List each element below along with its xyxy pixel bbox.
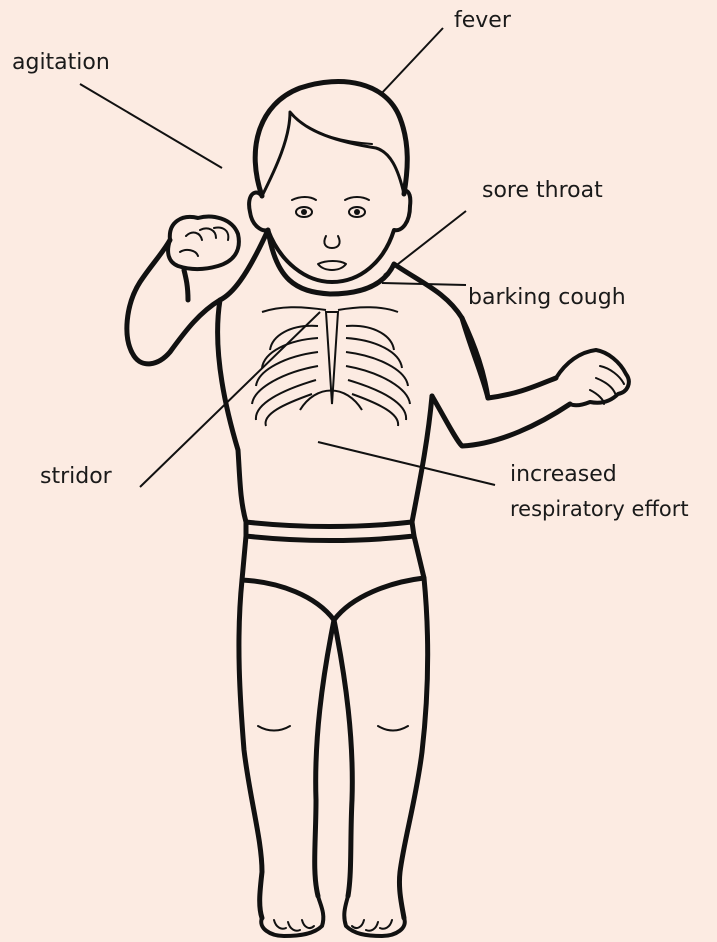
label-agitation: agitation <box>12 48 110 78</box>
label-barking-cough: barking cough <box>468 283 626 313</box>
left-pupil <box>301 209 307 215</box>
label-increased-effort-line1: increased <box>510 460 617 490</box>
right-pupil <box>354 209 360 215</box>
label-sore-throat: sore throat <box>482 176 603 206</box>
label-increased-effort-line2: respiratory effort <box>510 494 689 524</box>
label-fever: fever <box>454 6 511 36</box>
label-stridor: stridor <box>40 462 112 492</box>
